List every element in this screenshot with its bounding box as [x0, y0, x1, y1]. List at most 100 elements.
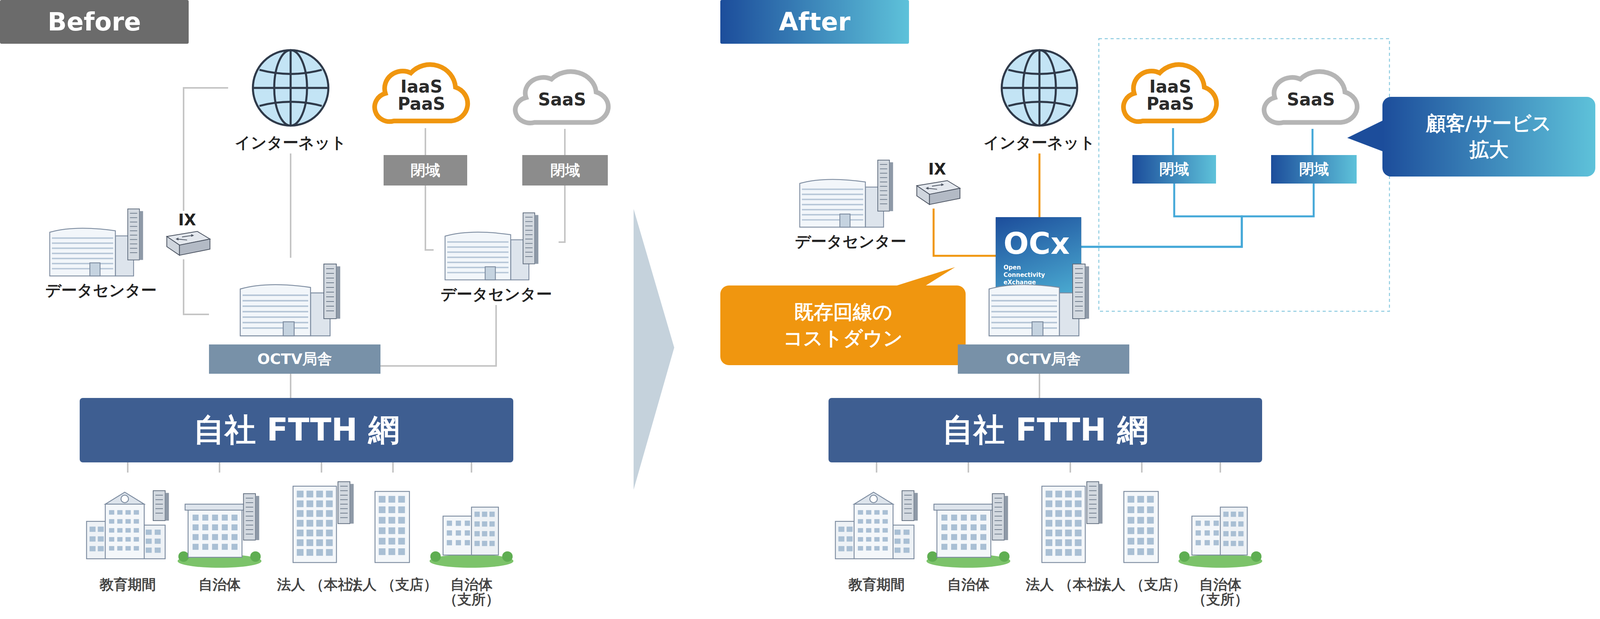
drawing-part	[326, 301, 334, 302]
label-text: 法人 （支店）	[1096, 577, 1187, 593]
drawing-part	[292, 486, 337, 563]
drawing-part	[51, 267, 114, 270]
drawing-part	[242, 327, 309, 329]
drawing-part	[951, 514, 958, 521]
drawing-part	[316, 539, 324, 547]
drawing-part	[991, 327, 1058, 329]
drawing-part	[801, 198, 863, 201]
drawing-part	[866, 510, 872, 515]
drawing-part	[991, 310, 1058, 313]
drawing-part	[1075, 277, 1083, 279]
drawing-part	[1230, 521, 1236, 527]
drawing-part	[1045, 510, 1053, 517]
drawing-part	[125, 528, 131, 533]
globe-node: インターネット	[228, 46, 354, 154]
drawing-part	[882, 528, 888, 533]
drawing-part	[121, 495, 129, 503]
drawing-part	[489, 521, 495, 527]
drawing-part	[97, 536, 104, 542]
drawing-part	[941, 544, 948, 550]
drawing-part	[894, 547, 901, 553]
drawing-part	[326, 287, 334, 288]
drawing-part	[464, 530, 470, 536]
octv-node: OCTV局舎	[208, 257, 381, 374]
drawing-part	[994, 511, 1002, 513]
drawing-part	[980, 524, 987, 531]
drawing-part	[1238, 511, 1244, 517]
label-text: データセンター	[433, 283, 559, 306]
drawing-part	[139, 211, 143, 261]
drawing-part	[108, 510, 115, 515]
ix-node: IX	[160, 210, 215, 260]
label-text: インターネット	[228, 132, 354, 154]
connector-line	[967, 462, 970, 473]
connector-line	[1141, 462, 1143, 473]
drawing-part	[891, 525, 915, 559]
drawing-part	[245, 529, 254, 531]
drawing-part	[1089, 503, 1097, 505]
drawing-part	[1045, 490, 1053, 498]
globe-icon	[249, 46, 332, 129]
label-text: OCTV局舎	[957, 344, 1130, 374]
label-text: IX	[160, 210, 215, 229]
drawing-part	[306, 549, 314, 556]
drawing-part	[525, 256, 533, 258]
drawing-part	[482, 521, 488, 527]
drawing-part	[117, 510, 123, 515]
drawing-part	[1089, 499, 1097, 500]
drawing-part	[1127, 537, 1135, 545]
drawing-part	[212, 514, 218, 521]
drawing-part	[1065, 510, 1072, 517]
drawing-part	[854, 492, 894, 505]
drawing-part	[970, 514, 977, 521]
drawing-part	[145, 529, 152, 535]
drawing-part	[1089, 508, 1097, 509]
drawing-part	[874, 519, 880, 524]
drawing-part	[1146, 537, 1154, 545]
box-node: 閉域	[383, 155, 468, 186]
drawing-part	[994, 507, 1002, 508]
drawing-part	[960, 524, 967, 531]
drawing-part	[221, 524, 228, 531]
drawing-part	[874, 528, 880, 533]
drawing-part	[903, 547, 910, 553]
drawing-part	[801, 219, 863, 221]
drawing-part	[482, 541, 488, 547]
drawing-part	[202, 524, 209, 531]
drawing-part	[447, 266, 509, 269]
drawing-part	[231, 544, 238, 550]
drawing-part	[154, 547, 161, 553]
connector-line	[320, 462, 323, 473]
drawing-part	[882, 510, 888, 515]
drawing-part	[879, 181, 888, 183]
drawing-part	[991, 321, 1058, 324]
drawing-part	[879, 173, 888, 174]
connector-line	[1311, 128, 1314, 156]
drawing-part	[252, 86, 329, 89]
drawing-part	[221, 534, 228, 541]
drawing-part	[153, 490, 166, 521]
drawing-part	[240, 284, 311, 336]
drawing-part	[1238, 521, 1244, 527]
drawing-part	[192, 524, 199, 531]
drawing-part	[1089, 517, 1097, 518]
drawing-part	[1195, 530, 1201, 536]
drawing-part	[882, 519, 888, 524]
drawing-part	[296, 539, 304, 547]
drawing-part	[108, 546, 115, 551]
drawing-part	[231, 514, 238, 521]
drawing-part	[1230, 531, 1236, 537]
drawing-part	[489, 541, 495, 547]
drawing-part	[306, 490, 314, 498]
octv-node: OCTV局舎	[957, 257, 1130, 374]
drawing-part	[799, 179, 866, 227]
drawing-part	[306, 510, 314, 517]
drawing-part	[155, 494, 163, 496]
datacenter-icon	[236, 257, 354, 340]
drawing-part	[306, 539, 314, 547]
drawing-part	[130, 252, 138, 254]
drawing-part	[398, 496, 405, 503]
drawing-part	[326, 529, 333, 537]
drawing-part	[525, 247, 533, 249]
drawing-part	[1089, 490, 1097, 492]
